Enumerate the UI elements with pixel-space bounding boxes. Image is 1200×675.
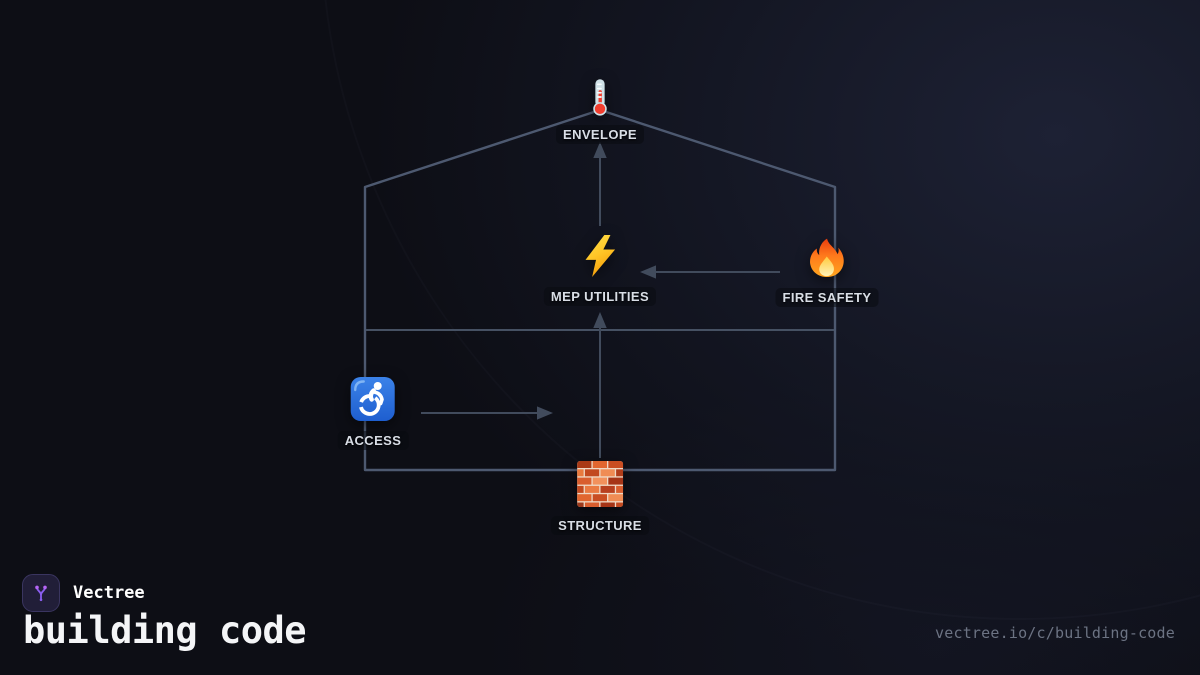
node-label-structure: STRUCTURE bbox=[551, 516, 649, 535]
node-label-fire-safety: FIRE SAFETY bbox=[775, 288, 879, 307]
poster-title: building code bbox=[23, 609, 307, 652]
background-arc-decoration bbox=[320, 0, 1200, 620]
node-fire-safety: FIRE SAFETY bbox=[775, 237, 879, 307]
node-label-envelope: ENVELOPE bbox=[556, 125, 644, 144]
brick-icon bbox=[576, 461, 623, 507]
node-envelope: ENVELOPE bbox=[556, 78, 644, 144]
edge-access-to-structure bbox=[421, 406, 553, 420]
brand-row: Vectree bbox=[22, 574, 145, 612]
node-access: ACCESS bbox=[337, 376, 409, 450]
brand-name: Vectree bbox=[73, 583, 145, 603]
wheelchair-symbol-icon bbox=[350, 376, 396, 422]
vectree-logo bbox=[22, 574, 60, 612]
node-structure: STRUCTURE bbox=[551, 461, 649, 535]
vectree-logo-icon bbox=[35, 585, 47, 602]
thermometer-icon bbox=[581, 78, 619, 116]
node-label-access: ACCESS bbox=[337, 431, 409, 450]
poster-url: vectree.io/c/building-code bbox=[935, 624, 1175, 642]
high-voltage-icon bbox=[578, 234, 622, 278]
edge-mep-to-envelope bbox=[593, 142, 607, 226]
node-mep-utilities: MEP UTILITIES bbox=[543, 234, 657, 306]
edge-structure-to-mep bbox=[593, 312, 607, 458]
edge-fire-to-mep bbox=[640, 265, 780, 279]
node-label-mep-utilities: MEP UTILITIES bbox=[543, 287, 657, 306]
fire-icon bbox=[806, 237, 848, 279]
